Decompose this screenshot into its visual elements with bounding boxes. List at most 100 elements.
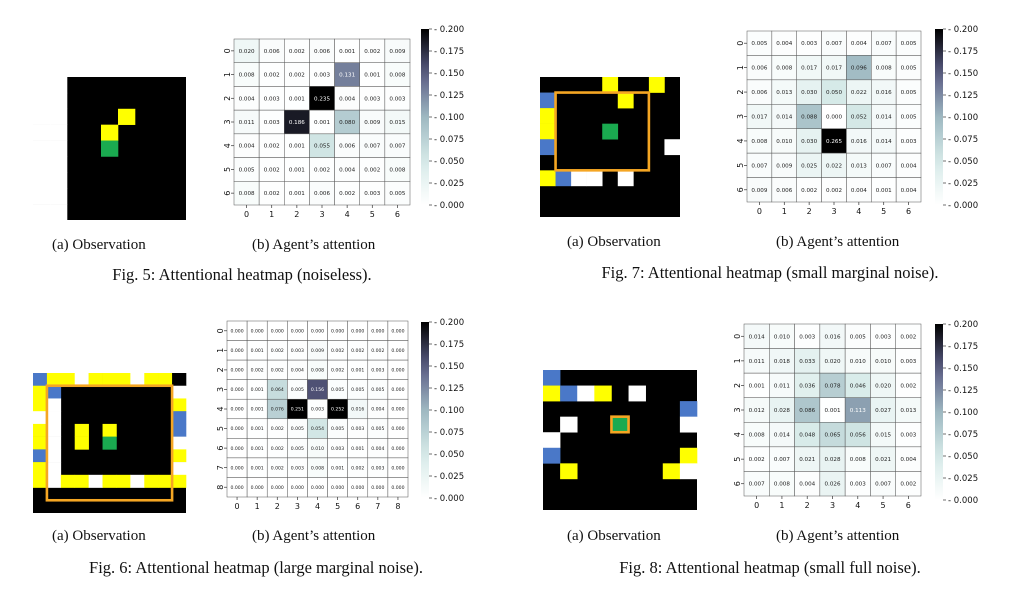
heatmap-cell-label: 0.096 (851, 66, 867, 72)
heatmap-cell-label: 0.005 (291, 426, 304, 432)
heatmap-cell-label: 0.018 (774, 359, 790, 365)
heatmap-cell-label: 0.007 (876, 163, 892, 169)
observation-cell (158, 474, 173, 488)
y-tick-label: 2 (223, 96, 232, 101)
observation-cell (50, 77, 68, 94)
x-tick-label: 2 (294, 210, 299, 219)
observation-background (540, 77, 680, 217)
heatmap-cell-label: 0.003 (311, 407, 324, 413)
heatmap-cell-label: 0.005 (291, 446, 304, 452)
heatmap-cell-label: 0.000 (826, 115, 842, 121)
heatmap-cell-label: 0.014 (876, 115, 892, 121)
observation-cell (102, 373, 117, 387)
heatmap-cell-label: 0.000 (331, 485, 344, 491)
heatmap-cell-label: 0.002 (801, 188, 817, 194)
heatmap-cell-label: 0.004 (799, 482, 815, 488)
colorbar-tick-label: - 0.175 (434, 340, 464, 350)
observation-cell (571, 170, 587, 187)
heatmap-cell (794, 372, 821, 398)
heatmap-cell-label: 0.015 (875, 433, 891, 439)
y-tick-label: 2 (733, 383, 742, 388)
heatmap-cell-label: 0.028 (774, 408, 790, 414)
y-tick-label: 5 (736, 163, 745, 168)
heatmap-cell-label: 0.002 (826, 188, 842, 194)
observation-grid (540, 77, 681, 217)
attention-caption: (b) Agent’s attention (252, 528, 376, 544)
heatmap-cell-label: 0.000 (391, 368, 404, 374)
y-tick-label: 3 (736, 114, 745, 119)
heatmap-cell-label: 0.252 (331, 407, 344, 413)
heatmap-cell-label: 0.008 (751, 139, 767, 145)
heatmap-cell-label: 0.000 (391, 485, 404, 491)
heatmap-cell-label: 0.002 (900, 334, 916, 340)
attention-caption: (b) Agent’s attention (776, 234, 900, 250)
heatmap-cell-label: 0.006 (314, 49, 330, 55)
observation-cell (560, 416, 578, 433)
heatmap-cell-label: 0.001 (351, 368, 364, 374)
heatmap-cell-label: 0.000 (291, 328, 304, 334)
x-tick-label: 5 (335, 502, 340, 511)
heatmap-cell-label: 0.186 (289, 120, 305, 126)
observation-cell (46, 449, 62, 463)
heatmap-cell-label: 0.001 (331, 465, 344, 471)
observation-cell (33, 385, 48, 399)
y-tick-label: 2 (216, 367, 225, 372)
heatmap-cell-label: 0.022 (851, 90, 867, 96)
heatmap-cell-label: 0.265 (826, 139, 842, 145)
heatmap-cell-label: 0.002 (271, 465, 284, 471)
observation-caption: (a) Observation (567, 234, 661, 250)
heatmap-cell-label: 0.012 (749, 408, 765, 414)
figure-caption: Fig. 6: Attentional heatmap (large margi… (89, 558, 423, 577)
heatmap-cell-label: 0.027 (875, 408, 891, 414)
heatmap-cell (895, 128, 922, 154)
observation-cell (602, 77, 619, 93)
colorbar-tick-label: - 0.100 (948, 113, 978, 123)
y-tick-label: 5 (223, 167, 232, 172)
y-tick-label: 6 (216, 446, 225, 451)
observation-cell (679, 401, 698, 417)
colorbar-tick-label: - 0.075 (948, 430, 978, 440)
heatmap-cell-label: 0.001 (251, 426, 264, 432)
heatmap-cell-label: 0.001 (289, 144, 305, 150)
heatmap-cell-label: 0.000 (391, 387, 404, 393)
heatmap-cell-label: 0.048 (799, 433, 815, 439)
x-tick-label: 0 (757, 207, 762, 216)
observation-cell (33, 423, 48, 437)
heatmap-cell-label: 0.026 (824, 482, 840, 488)
heatmap-cell (746, 55, 773, 81)
heatmap-cell-label: 0.002 (264, 167, 280, 173)
heatmap-cell-label: 0.007 (751, 163, 767, 169)
observation-cell (33, 188, 51, 205)
heatmap-cell-label: 0.000 (230, 348, 243, 354)
y-tick-label: 3 (223, 119, 232, 124)
heatmap-cell-label: 0.002 (271, 446, 284, 452)
observation-focus-box (610, 415, 630, 434)
heatmap-cell (794, 323, 821, 349)
observation-cell (172, 385, 187, 399)
heatmap-cell-label: 0.086 (799, 408, 815, 414)
x-tick-label: 8 (395, 502, 400, 511)
heatmap-cell (746, 79, 773, 105)
heatmap-cell-label: 0.008 (239, 73, 255, 79)
colorbar-tick-label: - 0.125 (434, 384, 464, 394)
heatmap-cell-label: 0.005 (901, 41, 917, 47)
x-tick-label: 5 (881, 207, 886, 216)
observation-cell (33, 172, 51, 189)
colorbar-gradient (935, 29, 943, 205)
heatmap-cell-label: 0.008 (774, 482, 790, 488)
heatmap-cell-label: 0.002 (339, 191, 355, 197)
observation-cell (172, 411, 187, 425)
observation-cell (118, 108, 136, 125)
heatmap-cell-label: 0.000 (331, 328, 344, 334)
heatmap-cell-label: 0.001 (251, 465, 264, 471)
observation-cell (679, 416, 698, 433)
heatmap-cell-label: 0.022 (826, 163, 842, 169)
colorbar-tick-label: - 0.150 (434, 69, 464, 79)
colorbar-tick-label: - 0.050 (434, 450, 464, 460)
observation-cell (50, 188, 68, 205)
colorbar-tick-label: - 0.000 (948, 496, 978, 506)
observation-cell (102, 474, 117, 488)
heatmap-cell-label: 0.000 (391, 446, 404, 452)
x-tick-label: 3 (295, 502, 300, 511)
heatmap-cell-label: 0.014 (749, 334, 765, 340)
